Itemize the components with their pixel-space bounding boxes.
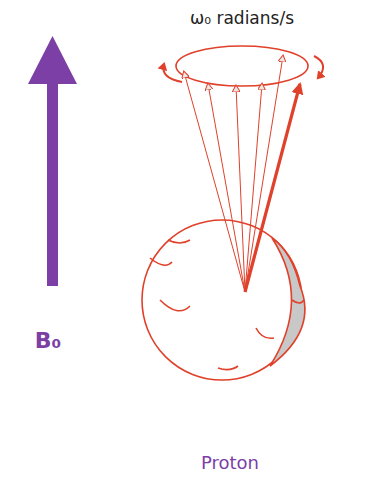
particle-label: Proton [201, 452, 259, 473]
field-arrow [28, 36, 77, 286]
field-label: B₀ [35, 328, 61, 353]
precession-cone [163, 46, 323, 292]
frequency-label: ω₀ radians/s [190, 8, 294, 28]
proton-sphere [142, 220, 305, 380]
